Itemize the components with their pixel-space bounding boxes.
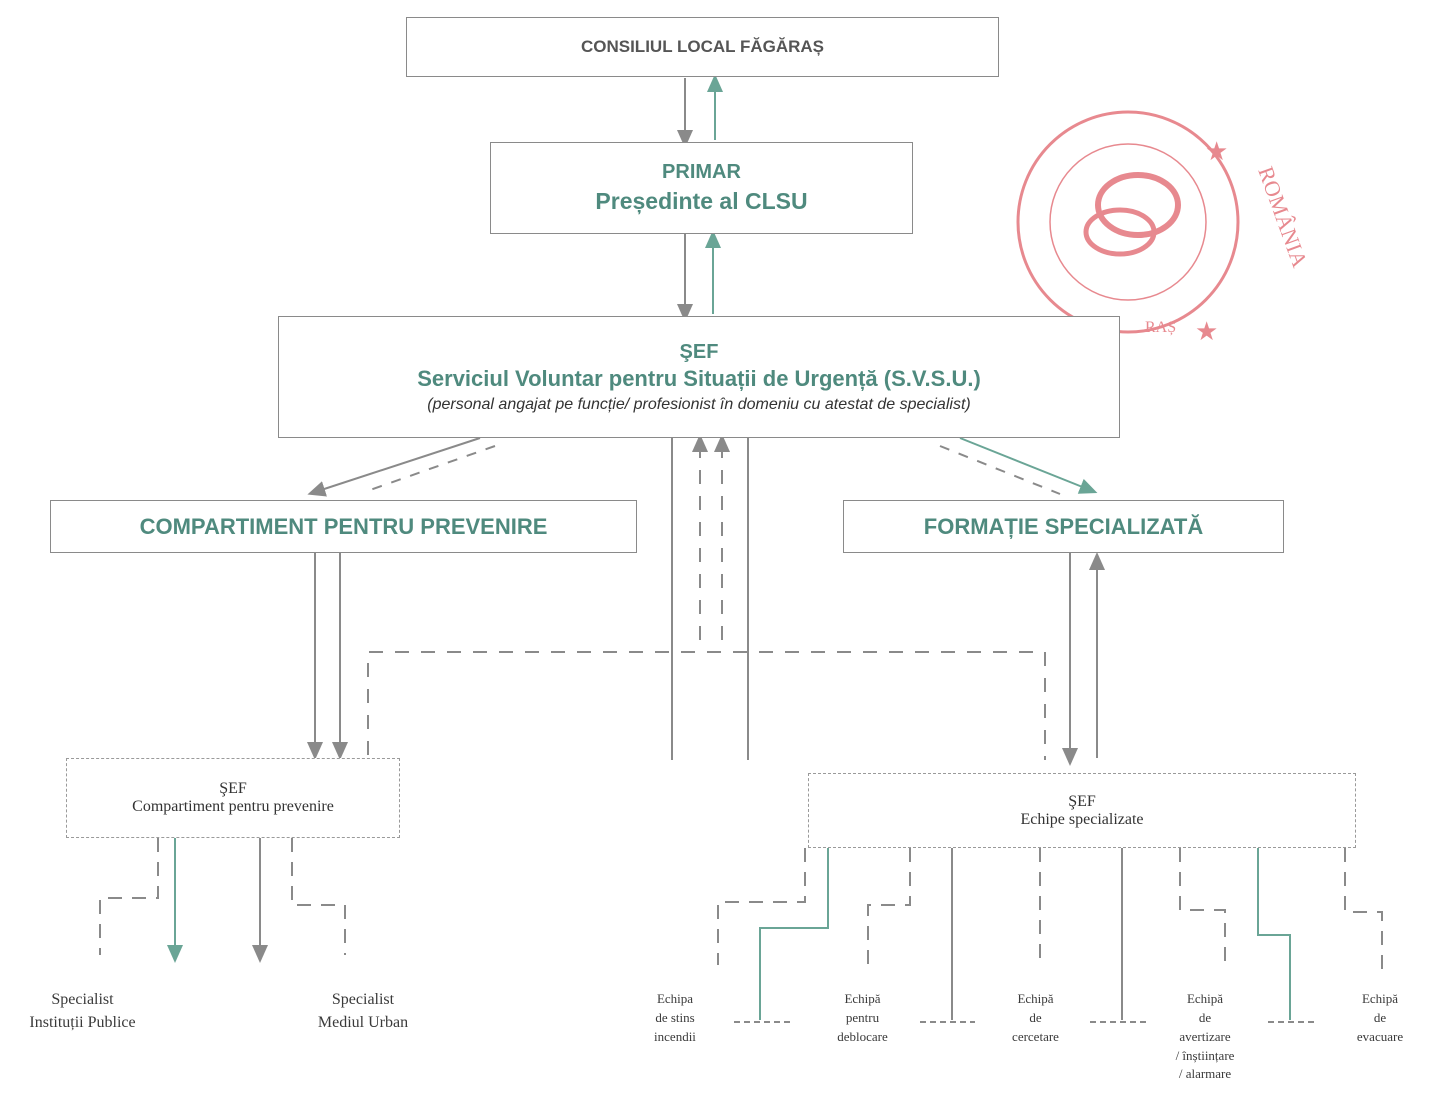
branch-spec-2b: [291, 838, 346, 955]
echipa-1-l1: Echipa: [656, 991, 694, 1006]
echipa-2-l2: pentru: [845, 1009, 880, 1025]
primar-title: PRIMAR: [662, 161, 741, 183]
arrow-sef-formatie: [959, 437, 1098, 494]
sef-svsu-name: Serviciul Voluntar pentru Situații de Ur…: [417, 365, 981, 391]
compartiment-box: COMPARTIMENT PENTRU PREVENIRE: [50, 500, 637, 553]
svg-text:★: ★: [1205, 137, 1228, 166]
echipa-5-l2: de: [1373, 1009, 1387, 1025]
echipa-4-l5: / alarmare: [1178, 1066, 1232, 1082]
branch-echipa-4: [1257, 848, 1291, 1020]
branch-echipa-1d: [717, 848, 806, 965]
sef-svsu-note: (personal angajat pe funcție/ profesioni…: [427, 395, 971, 413]
echipa-3-l1: Echipă: [1017, 991, 1054, 1006]
echipa-1-l2: de stins: [655, 1009, 695, 1025]
consiliu-title: CONSILIUL LOCAL FĂGĂRAȘ: [580, 37, 825, 56]
echipa-deblocare: Echipă pentru deblocare: [815, 990, 910, 1047]
stamp-text-right: ROMÂNIA: [1253, 163, 1312, 270]
dashed-horizontal-link: [367, 651, 1046, 760]
echipa-4-l1: Echipă: [1186, 991, 1224, 1006]
sef-compartiment-box: ŞEF Compartiment pentru prevenire: [66, 758, 400, 838]
branch-echipa-1: [759, 848, 829, 1020]
specialist-institutii-l1: Specialist: [51, 991, 114, 1008]
formatie-box: FORMAȚIE SPECIALIZATĂ: [843, 500, 1284, 553]
echipa-4-l4: / înștiințare: [1175, 1047, 1235, 1063]
specialist-mediu-l2: Mediul Urban: [317, 1014, 409, 1032]
echipa-4-l2: de: [1198, 1009, 1212, 1025]
sef-echipe-name: Echipe specializate: [1020, 810, 1144, 828]
dashed-sef-compartiment: [369, 445, 496, 491]
sef-svsu-box: ŞEF Serviciul Voluntar pentru Situații d…: [278, 316, 1120, 438]
echipa-4-l3: avertizare: [1179, 1028, 1231, 1044]
sef-compartiment-name: Compartiment pentru prevenire: [132, 798, 334, 815]
dashed-sef-formatie: [939, 445, 1061, 495]
echipa-5-l3: evacuare: [1356, 1028, 1404, 1044]
sef-compartiment-title: ŞEF: [219, 780, 247, 797]
echipa-3-l2: de: [1029, 1009, 1042, 1025]
echipa-3-l3: cercetare: [1012, 1028, 1059, 1044]
consiliu-local-box: CONSILIUL LOCAL FĂGĂRAȘ: [406, 17, 999, 77]
formatie-title: FORMAȚIE SPECIALIZATĂ: [923, 513, 1204, 539]
echipa-5-l1: Echipă: [1361, 991, 1399, 1006]
specialist-mediu-l1: Specialist: [331, 991, 395, 1008]
branch-echipa-4d: [1179, 848, 1226, 965]
official-stamp: ★ ★ ROMÂNIA RAȘ: [1016, 110, 1313, 346]
echipa-evacuare: Echipă de evacuare: [1335, 990, 1425, 1047]
arrow-sef-compartiment: [307, 437, 481, 497]
specialist-institutii: Specialist Instituții Publice: [0, 988, 165, 1034]
echipa-1-l3: incendii: [654, 1028, 696, 1044]
echipa-avertizare: Echipă de avertizare / înștiințare / ala…: [1155, 990, 1255, 1084]
specialist-institutii-l2: Instituții Publice: [29, 1014, 136, 1032]
echipa-2-l3: deblocare: [837, 1028, 888, 1044]
branch-spec-1a: [99, 838, 159, 955]
primar-box: PRIMAR Președinte al CLSU: [490, 142, 913, 234]
sef-svsu-title: ŞEF: [679, 340, 719, 363]
echipa-cercetare: Echipă de cercetare: [988, 990, 1083, 1047]
echipa-stins-incendii: Echipa de stins incendii: [630, 990, 720, 1047]
svg-text:★: ★: [1195, 317, 1218, 346]
branch-echipa-2d: [867, 848, 911, 965]
echipa-2-l1: Echipă: [844, 991, 881, 1006]
primar-subtitle: Președinte al CLSU: [595, 188, 808, 214]
compartiment-title: COMPARTIMENT PENTRU PREVENIRE: [139, 513, 548, 539]
branch-echipa-5d: [1344, 848, 1383, 975]
stamp-text-bottom: RAȘ: [1145, 319, 1176, 336]
sef-echipe-box: ŞEF Echipe specializate: [808, 773, 1356, 848]
sef-echipe-title: ŞEF: [1068, 792, 1096, 810]
specialist-mediu-urban: Specialist Mediul Urban: [288, 988, 438, 1034]
